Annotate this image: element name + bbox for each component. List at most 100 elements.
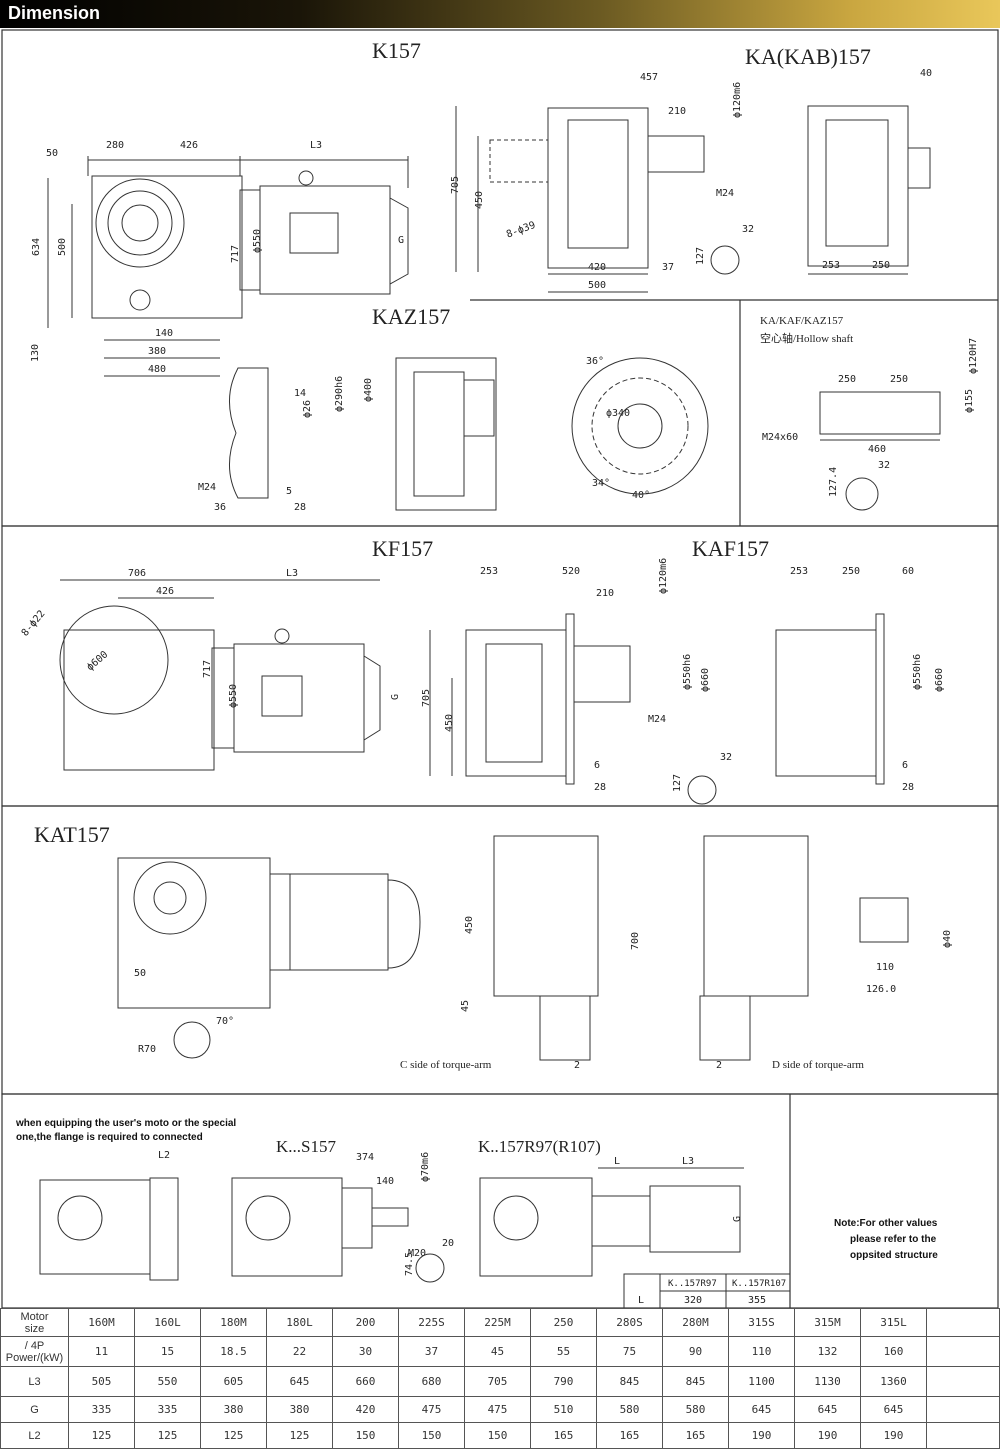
cell-motor-size: 280S	[596, 1308, 663, 1337]
kf157-terminal-box	[261, 675, 303, 717]
empty-cell	[926, 1336, 1000, 1367]
k157-motor-fan	[389, 197, 409, 285]
ka157-key-section	[710, 245, 740, 275]
svg-text:126.0: 126.0	[866, 984, 896, 995]
svg-text:127.4: 127.4	[828, 467, 839, 497]
svg-text:8-ϕ39: 8-ϕ39	[505, 220, 537, 241]
bottom-labels: L2 374 140 ϕ70m6 M20 74.5 20 L L3 G	[158, 1150, 743, 1276]
svg-text:480: 480	[148, 364, 166, 375]
cell-l3: 705	[464, 1366, 531, 1397]
kaz157-flange-face	[571, 357, 709, 495]
svg-text:717: 717	[202, 660, 213, 678]
svg-text:ϕ40: ϕ40	[942, 930, 953, 948]
svg-text:210: 210	[668, 106, 686, 117]
cell-l3: 845	[596, 1366, 663, 1397]
hollow-labels: 250 250 ϕ120H7 ϕ155 M24x60 460 32 127.4	[762, 338, 979, 497]
cell-g: 335	[68, 1396, 135, 1423]
svg-text:717: 717	[230, 245, 241, 263]
cell-l3: 790	[530, 1366, 597, 1397]
cell-l2: 125	[134, 1422, 201, 1449]
ka157-drawing	[455, 105, 931, 293]
cell-l3: 660	[332, 1366, 399, 1397]
svg-text:ϕ600: ϕ600	[85, 649, 111, 673]
cell-g: 510	[530, 1396, 597, 1423]
flange-housing	[39, 1179, 151, 1275]
kat157-torque-arm	[173, 1021, 211, 1059]
svg-text:50: 50	[134, 968, 146, 979]
cell-l3: 1360	[860, 1366, 927, 1397]
ks157-key-section	[415, 1253, 445, 1283]
svg-text:450: 450	[474, 191, 485, 209]
svg-text:500: 500	[588, 280, 606, 291]
cell-l3: 1130	[794, 1366, 861, 1397]
kaf157-output-shaft	[573, 645, 631, 703]
kat157-drawing	[117, 835, 909, 1061]
cell-power: 45	[464, 1336, 531, 1367]
kat157-d-arm	[699, 995, 751, 1061]
cell-power: 30	[332, 1336, 399, 1367]
svg-text:ϕ120H7: ϕ120H7	[968, 338, 979, 374]
kf157-housing	[63, 629, 215, 771]
svg-text:450: 450	[464, 916, 475, 934]
ks157-housing	[231, 1177, 343, 1277]
svg-text:ϕ550h6: ϕ550h6	[682, 654, 693, 690]
subtitle-hollow: 空心轴/Hollow shaft	[760, 331, 853, 345]
svg-text:2: 2	[574, 1060, 580, 1071]
svg-text:460: 460	[868, 444, 886, 455]
svg-text:M24: M24	[716, 188, 734, 199]
svg-text:250: 250	[872, 260, 890, 271]
svg-text:420: 420	[588, 262, 606, 273]
frame-bottom	[1, 1093, 999, 1308]
svg-text:210: 210	[596, 588, 614, 599]
mini-table-v1: 320	[684, 1295, 702, 1306]
svg-text:L3: L3	[682, 1156, 694, 1167]
svg-text:74.5: 74.5	[404, 1252, 415, 1276]
kaf157-labels: 253 520 210 ϕ120m6 705 450 ϕ550h6 ϕ660 M…	[421, 558, 945, 793]
cell-g: 475	[464, 1396, 531, 1423]
kaz157-drawing	[228, 357, 709, 511]
svg-text:6: 6	[902, 760, 908, 771]
cell-g: 380	[200, 1396, 267, 1423]
title-k157: K157	[372, 38, 421, 63]
ka157-shaft-hidden	[489, 139, 549, 183]
empty-cell	[926, 1366, 1000, 1397]
cell-l3: 845	[662, 1366, 729, 1397]
svg-text:40°: 40°	[632, 490, 650, 501]
svg-text:G: G	[390, 694, 401, 700]
svg-text:426: 426	[180, 140, 198, 151]
k157-bore-outer	[95, 178, 185, 268]
svg-text:426: 426	[156, 586, 174, 597]
cell-l3: 505	[68, 1366, 135, 1397]
cell-motor-size: 315S	[728, 1308, 795, 1337]
svg-text:20: 20	[442, 1238, 454, 1249]
svg-text:M24: M24	[648, 714, 666, 725]
section-frames	[1, 29, 999, 1308]
title-hollow: KA/KAF/KAZ157	[760, 315, 844, 327]
cell-motor-size: 200	[332, 1308, 399, 1337]
svg-text:32: 32	[878, 460, 890, 471]
kaf157-ribs	[485, 643, 543, 763]
flange-bore	[57, 1195, 103, 1241]
svg-text:28: 28	[594, 782, 606, 793]
empty-cell	[926, 1422, 1000, 1449]
ka157-output-shaft	[647, 135, 705, 173]
ka157-front-housing	[547, 107, 649, 269]
svg-text:ϕ26: ϕ26	[302, 400, 313, 418]
svg-text:ϕ290h6: ϕ290h6	[334, 376, 345, 412]
kaf157-housing	[465, 629, 567, 777]
svg-text:14: 14	[294, 388, 306, 399]
svg-text:28: 28	[294, 502, 306, 513]
cell-power: 22	[266, 1336, 333, 1367]
cell-motor-size: 315L	[860, 1308, 927, 1337]
hollow-key-section	[845, 477, 879, 511]
ka157-side-ribs	[825, 119, 889, 247]
k157-terminal-box	[289, 212, 339, 254]
k157-drawing	[47, 156, 409, 377]
svg-text:32: 32	[742, 224, 754, 235]
caption-d-side: D side of torque-arm	[772, 1059, 864, 1071]
svg-text:706: 706	[128, 568, 146, 579]
svg-text:45: 45	[460, 1000, 471, 1012]
cell-motor-size: 315M	[794, 1308, 861, 1337]
cell-l2: 150	[398, 1422, 465, 1449]
